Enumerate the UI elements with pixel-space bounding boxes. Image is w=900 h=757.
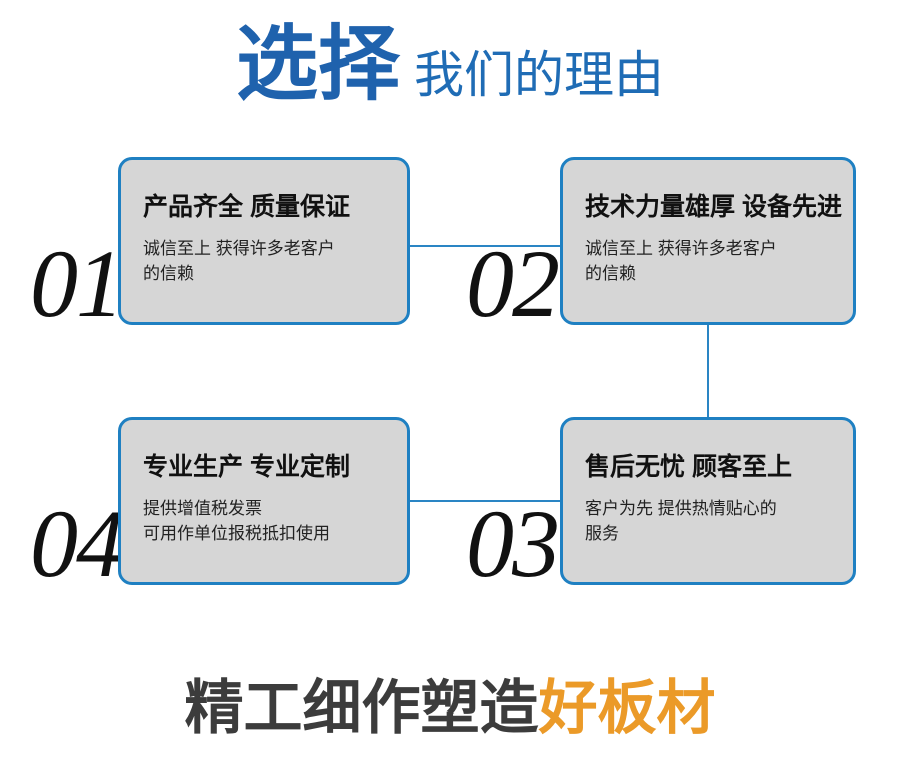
card-number-02: 02: [466, 230, 560, 337]
card-body-03-line1: 客户为先 提供热情贴心的: [585, 498, 777, 518]
card-title-04: 专业生产 专业定制: [143, 453, 350, 481]
card-number-03: 03: [466, 490, 560, 597]
card-body-04-line2: 可用作单位报税抵扣使用: [143, 524, 330, 543]
card-title-01: 产品齐全 质量保证: [143, 193, 350, 221]
footer-slogan: 精工细作塑造 好板材: [0, 668, 900, 748]
connector-card01-card02: [410, 245, 562, 247]
card-body-02-line2: 的信赖: [585, 264, 636, 283]
page-title-subtitle: 我们的理由: [414, 47, 664, 103]
page-title-emphasis: 选择: [235, 19, 400, 110]
card-title-02: 技术力量雄厚 设备先进: [585, 193, 842, 221]
card-number-01: 01: [30, 230, 124, 337]
feature-card-04[interactable]: 专业生产 专业定制 提供增值税发票 可用作单位报税抵扣使用: [118, 417, 410, 585]
card-body-01-line1: 诚信至上 获得许多老客户: [143, 238, 335, 258]
footer-slogan-primary: 精工细作塑造: [184, 674, 539, 741]
connector-card04-card03: [410, 500, 562, 502]
feature-card-02[interactable]: 技术力量雄厚 设备先进 诚信至上 获得许多老客户 的信赖: [560, 157, 856, 325]
connector-card02-card03: [707, 323, 709, 419]
card-title-03: 售后无忧 顾客至上: [585, 453, 792, 481]
card-body-04: 提供增值税发票 可用作单位报税抵扣使用: [143, 496, 385, 547]
card-body-03-line2: 服务: [585, 524, 619, 543]
card-body-04-line1: 提供增值税发票: [143, 498, 262, 518]
page-title: 选择 我们的理由: [0, 24, 900, 120]
card-body-02-line1: 诚信至上 获得许多老客户: [585, 238, 777, 258]
card-number-04: 04: [30, 490, 124, 597]
card-body-03: 客户为先 提供热情贴心的 服务: [585, 496, 831, 547]
footer-slogan-accent: 好板材: [538, 674, 716, 741]
feature-card-03[interactable]: 售后无忧 顾客至上 客户为先 提供热情贴心的 服务: [560, 417, 856, 585]
card-body-02: 诚信至上 获得许多老客户 的信赖: [585, 236, 831, 287]
card-body-01-line2: 的信赖: [143, 264, 194, 283]
card-body-01: 诚信至上 获得许多老客户 的信赖: [143, 236, 385, 287]
feature-card-01[interactable]: 产品齐全 质量保证 诚信至上 获得许多老客户 的信赖: [118, 157, 410, 325]
